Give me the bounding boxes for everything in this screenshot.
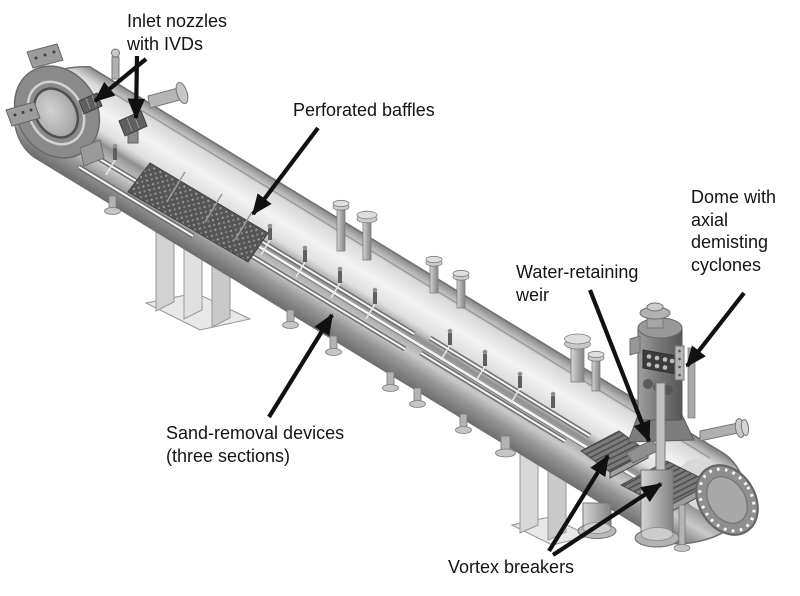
cutaway-far-edge	[104, 87, 711, 459]
label-sand-removal: Sand-removal devices (three sections)	[166, 423, 345, 466]
end-flange-ring	[695, 464, 759, 536]
right-end	[577, 418, 759, 552]
arrow-sand-removal	[267, 313, 334, 419]
label-perforated-baffles: Perforated baffles	[293, 100, 435, 120]
drain-nozzle	[455, 413, 472, 434]
standpipe	[425, 255, 443, 294]
vent-stub	[111, 48, 120, 80]
manway-nozzle	[564, 333, 591, 383]
arrow-weir	[588, 289, 651, 443]
gas-outlet-nozzle	[699, 418, 750, 442]
standpipe	[356, 210, 378, 261]
arrow-vortex-breaker-2	[551, 482, 663, 557]
drain-rod	[673, 504, 691, 552]
drain-nozzle	[325, 335, 342, 356]
perforated-baffles-plate	[127, 162, 269, 263]
inlet-nozzle-side	[147, 81, 189, 109]
top-standpipes	[332, 199, 605, 392]
dome-side-lug	[629, 335, 641, 356]
label-vortex-breakers: Vortex breakers	[448, 557, 575, 577]
standpipe	[452, 269, 470, 309]
arrow-inlet-nozzle-2	[127, 55, 146, 120]
standpipe	[587, 350, 605, 392]
left-head	[5, 43, 189, 167]
standpipe	[332, 199, 350, 252]
label-water-weir: Water-retaining weir	[516, 262, 639, 305]
bottom-drains	[104, 195, 516, 458]
dome-side-flange	[674, 345, 685, 381]
drain-nozzle	[282, 309, 299, 329]
drain-nozzle	[104, 195, 121, 215]
label-dome: Dome with axial demisting cyclones	[691, 187, 777, 276]
inlet-bore-opening	[32, 87, 80, 139]
arrow-dome	[685, 291, 746, 368]
annotation-arrows	[93, 55, 746, 557]
drain-nozzle	[382, 371, 399, 392]
head-bracket	[79, 139, 105, 167]
drain-nozzle	[409, 387, 426, 408]
drain-nozzle	[495, 435, 516, 458]
arrow-vortex-breaker-1	[547, 454, 610, 553]
arrow-perforated-baffles	[251, 126, 320, 216]
outlet-nozzle-front	[634, 469, 680, 548]
label-inlet-nozzles: Inlet nozzles with IVDs	[127, 11, 228, 54]
